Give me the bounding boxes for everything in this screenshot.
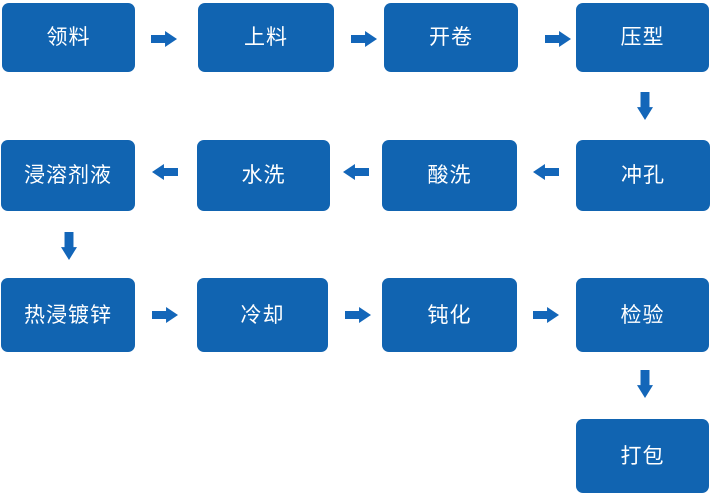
flow-step-water-washing: 水洗 <box>197 140 330 211</box>
arrow-right-icon <box>351 31 377 47</box>
arrow-right-icon <box>533 307 559 323</box>
flow-step-loading: 上料 <box>198 3 334 72</box>
flow-step-punching: 冲孔 <box>576 140 710 211</box>
arrow-left-icon <box>533 164 559 180</box>
flow-step-material-requisition: 领料 <box>2 3 135 72</box>
arrow-left-icon <box>152 164 178 180</box>
arrow-right-icon <box>151 31 177 47</box>
arrow-down-icon <box>637 370 653 398</box>
flow-step-acid-washing: 酸洗 <box>382 140 517 211</box>
arrow-right-icon <box>152 307 178 323</box>
arrow-down-icon <box>637 92 653 120</box>
flow-step-cooling: 冷却 <box>197 278 328 352</box>
arrow-left-icon <box>343 164 369 180</box>
arrow-right-icon <box>545 31 571 47</box>
flow-step-inspection: 检验 <box>576 278 709 352</box>
flow-step-pressing: 压型 <box>576 3 709 72</box>
flow-step-packing: 打包 <box>576 419 709 493</box>
arrow-down-icon <box>61 232 77 260</box>
flow-step-uncoiling: 开卷 <box>384 3 518 72</box>
flow-step-hot-dip-galvanizing: 热浸镀锌 <box>1 278 135 352</box>
flow-step-flux-dipping: 浸溶剂液 <box>1 140 135 211</box>
arrow-right-icon <box>345 307 371 323</box>
flow-step-passivation: 钝化 <box>382 278 517 352</box>
